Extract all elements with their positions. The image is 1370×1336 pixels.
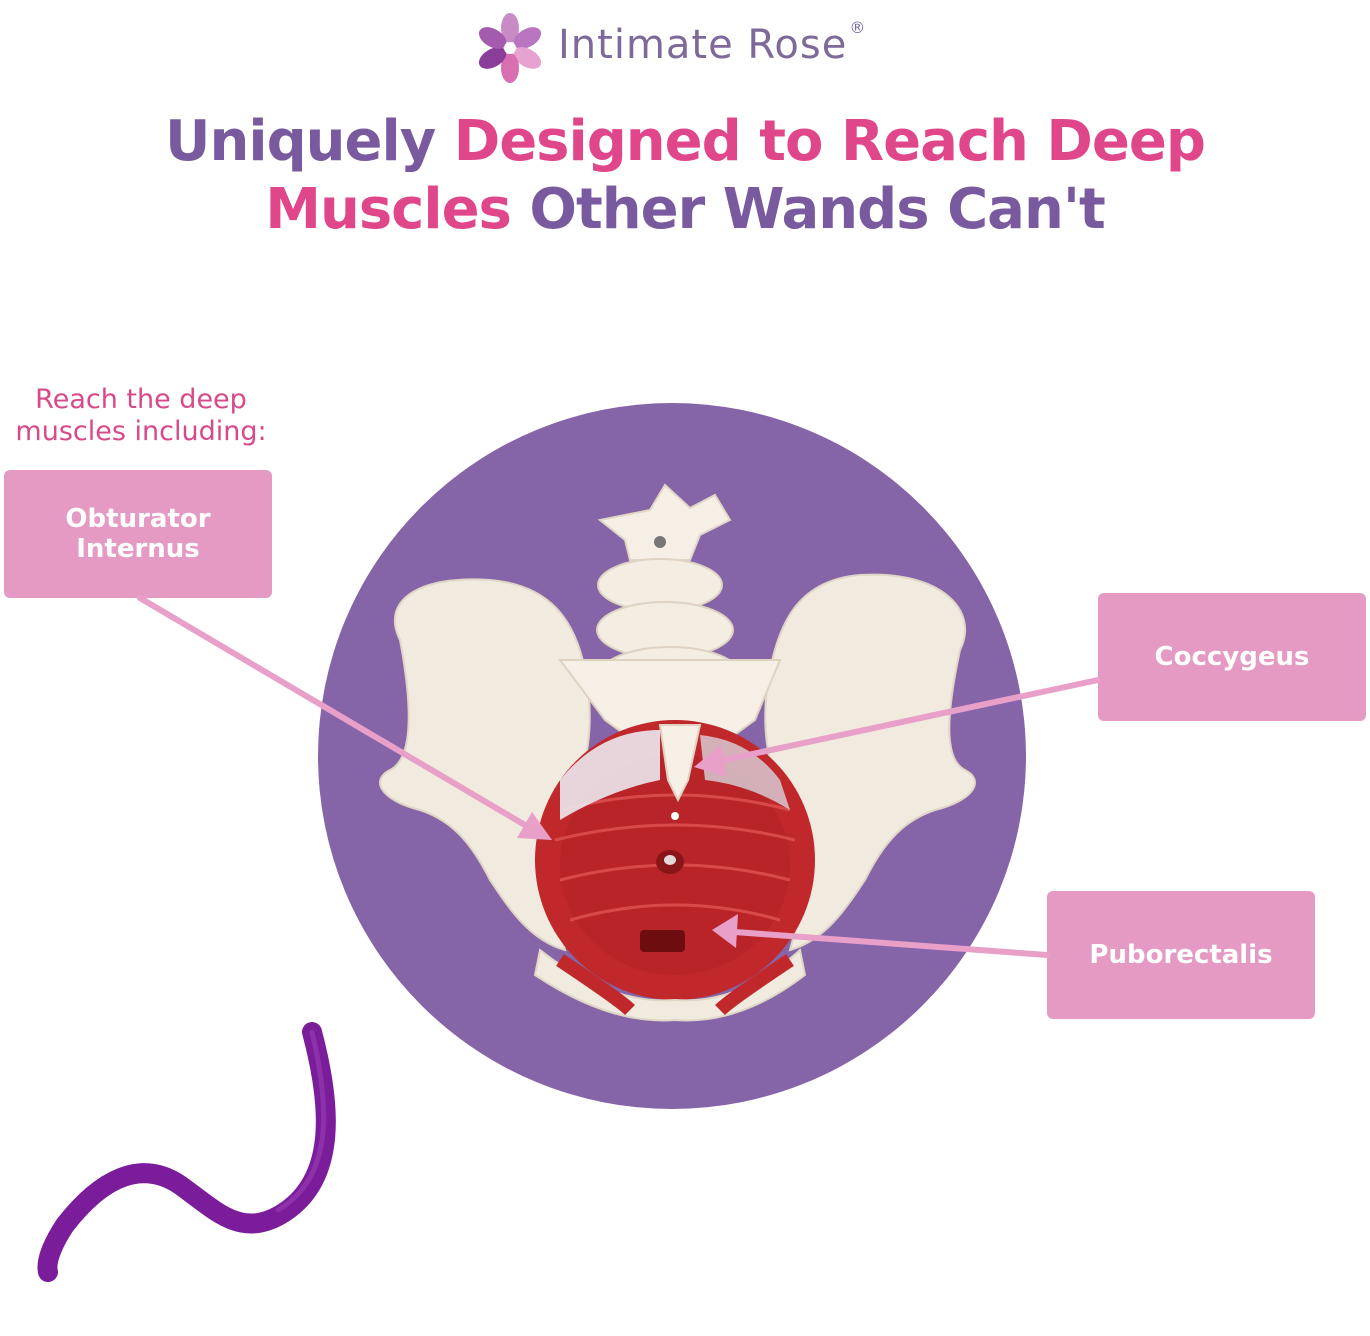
page-headline: Uniquely Designed to Reach Deep Muscles …: [0, 108, 1370, 244]
pelvis-model-image: [379, 483, 976, 1022]
label-obturator-internus: Obturator Internus: [4, 470, 272, 598]
label-puborectalis-text: Puborectalis: [1089, 940, 1273, 970]
label-obturator-line-2: Internus: [76, 534, 200, 564]
curved-wand-icon: [37, 1022, 336, 1282]
pelvic-membrane: [560, 730, 660, 820]
headline-phrase-other-wands: Other Wands Can't: [529, 177, 1105, 242]
brand-logo: Intimate Rose®: [472, 8, 892, 86]
brand-name-text: Intimate Rose: [558, 22, 848, 68]
headline-word-muscles: Muscles: [265, 177, 512, 242]
brand-name: Intimate Rose®: [558, 18, 866, 68]
headline-line-1: Uniquely Designed to Reach Deep: [0, 108, 1370, 176]
intro-text: Reach the deep muscles including:: [0, 384, 282, 448]
flower-logo-icon: [478, 13, 542, 83]
label-coccygeus: Coccygeus: [1098, 593, 1366, 721]
label-obturator-line-1: Obturator: [65, 504, 211, 534]
intro-line-1: Reach the deep: [35, 384, 247, 415]
headline-phrase-designed: Designed to Reach Deep: [453, 109, 1206, 174]
headline-word-uniquely: Uniquely: [165, 109, 436, 174]
vertebra-top: [597, 483, 732, 561]
registered-mark: ®: [849, 18, 867, 37]
label-coccygeus-text: Coccygeus: [1154, 642, 1310, 672]
coccyx: [658, 724, 702, 803]
label-puborectalis: Puborectalis: [1047, 891, 1315, 1019]
intro-line-2: muscles including:: [15, 416, 267, 447]
headline-line-2: Muscles Other Wands Can't: [0, 176, 1370, 244]
